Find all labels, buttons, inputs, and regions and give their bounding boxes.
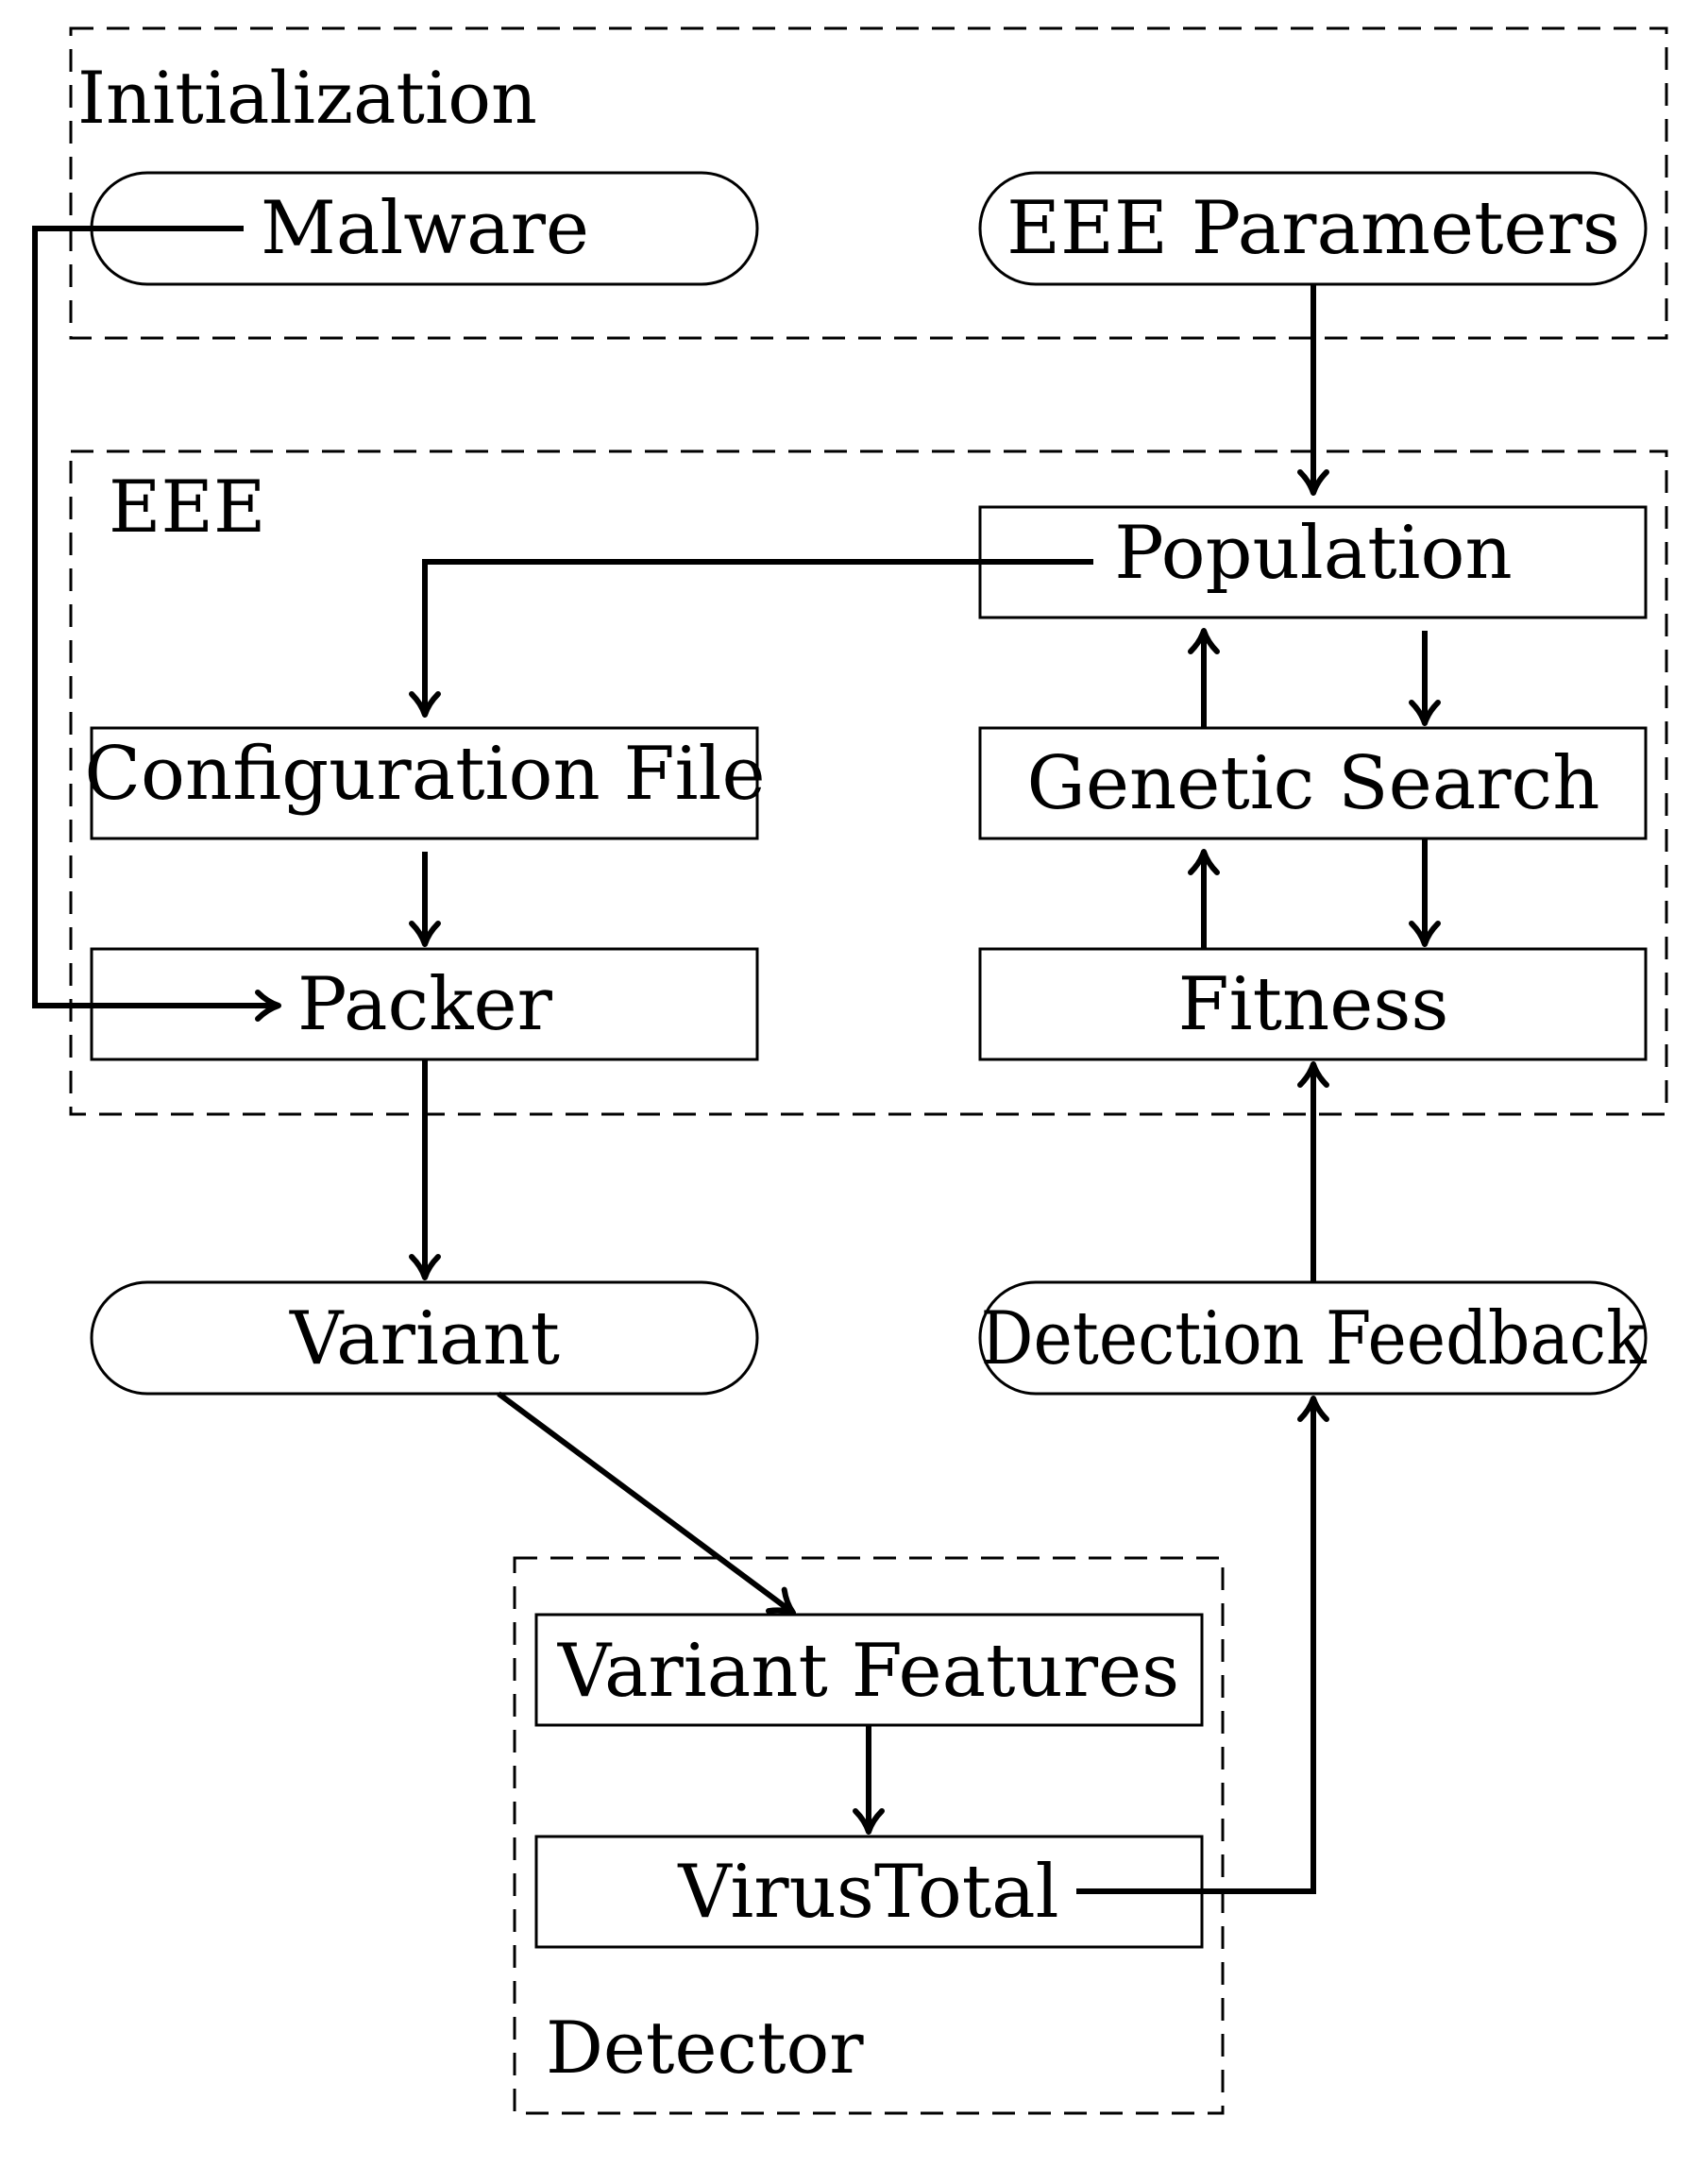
variant-label: Variant <box>289 1296 560 1381</box>
detection-feedback-label: Detection Feedback <box>981 1296 1648 1381</box>
virustotal-to-feedback-arrow <box>1076 1396 1329 1894</box>
variant-features-node <box>534 1613 1204 1727</box>
malware-label: Malware <box>261 186 589 271</box>
packer-label: Packer <box>297 962 553 1047</box>
variant-to-features-arrow <box>497 1391 796 1616</box>
genetic-search-label: Genetic Search <box>1027 741 1600 826</box>
genetic-search-node <box>978 726 1648 840</box>
fitness-node <box>978 947 1648 1061</box>
detector-group-frame <box>513 1556 1225 2115</box>
initialization-group-label: Initialization <box>77 56 537 140</box>
eee-group-frame <box>69 449 1668 1116</box>
eee-parameters-label: EEE Parameters <box>1006 186 1620 271</box>
fitness-label: Fitness <box>1178 962 1449 1047</box>
detector-group-label: Detector <box>546 2006 864 2090</box>
population-to-config-arrow <box>409 559 1093 718</box>
eee-group-label: EEE <box>109 465 265 549</box>
configuration-file-node <box>90 726 759 840</box>
malware-to-packer-arrow <box>32 226 281 1022</box>
variant-node <box>90 1280 759 1396</box>
configuration-file-label: Configuration File <box>84 732 765 817</box>
population-label: Population <box>1114 511 1512 596</box>
variant-features-label: Variant Features <box>557 1629 1179 1714</box>
initialization-group-frame <box>69 26 1668 340</box>
virustotal-label: VirusTotal <box>677 1850 1058 1935</box>
